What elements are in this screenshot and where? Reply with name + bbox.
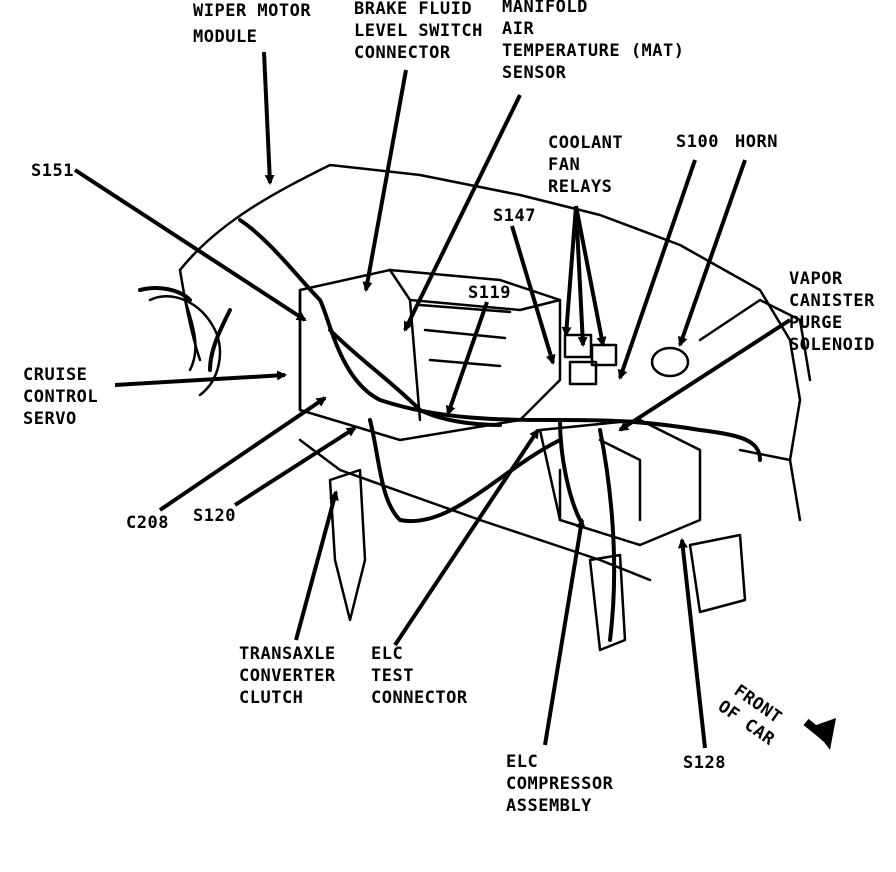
wiring-harness (138, 218, 762, 642)
arrow-s120 (233, 426, 357, 507)
arrow-cruise-control (114, 370, 287, 387)
label-wiper-motor-module: WIPER MOTOR MODULE (193, 1, 312, 47)
label-elc-test-connector: ELC TEST CONNECTOR (371, 644, 468, 708)
arrow-transaxle-clutch (294, 490, 339, 641)
label-s128: S128 (683, 753, 726, 773)
label-s100: S100 (676, 132, 719, 152)
arrow-coolant-relay-2 (574, 205, 588, 347)
label-s151: S151 (31, 161, 74, 181)
label-brake-fluid-switch: BRAKE FLUID LEVEL SWITCH CONNECTOR (354, 0, 483, 63)
arrow-vapor-canister (618, 318, 792, 432)
arrow-coolant-relay-1 (561, 205, 578, 337)
label-s147: S147 (493, 206, 536, 226)
label-elc-compressor-assembly: ELC COMPRESSOR ASSEMBLY (506, 752, 614, 816)
arrow-s151 (73, 168, 307, 322)
label-coolant-fan-relays: COOLANT FAN RELAYS (548, 133, 624, 197)
front-of-car-arrow-icon (803, 718, 836, 750)
arrow-wiper-motor-module (262, 51, 275, 185)
arrow-elc-compressor (543, 518, 586, 746)
label-s120: S120 (193, 506, 236, 526)
arrow-s119 (445, 301, 489, 416)
label-s119: S119 (468, 283, 511, 303)
arrow-s147 (510, 225, 556, 365)
callout-arrows (73, 51, 792, 749)
arrow-mat-sensor (403, 94, 522, 332)
arrow-s100 (617, 159, 697, 380)
arrow-elc-test-connector (393, 428, 540, 647)
label-transaxle-converter-clutch: TRANSAXLE CONVERTER CLUTCH (239, 644, 336, 708)
engine-compartment-outline (148, 163, 812, 652)
label-vapor-canister: VAPOR CANISTER PURGE SOLENOID (789, 269, 875, 355)
arrow-c208 (158, 396, 327, 512)
label-cruise-control-servo: CRUISE CONTROL SERVO (23, 365, 99, 429)
label-horn: HORN (735, 132, 778, 152)
arrow-coolant-relay-3 (574, 205, 607, 347)
arrow-horn (677, 159, 747, 347)
label-mat-sensor: MANIFOLD AIR TEMPERATURE (MAT) SENSOR (502, 0, 685, 83)
arrow-brake-fluid-switch (362, 69, 408, 292)
label-c208: C208 (126, 513, 169, 533)
arrow-s128 (677, 538, 707, 749)
